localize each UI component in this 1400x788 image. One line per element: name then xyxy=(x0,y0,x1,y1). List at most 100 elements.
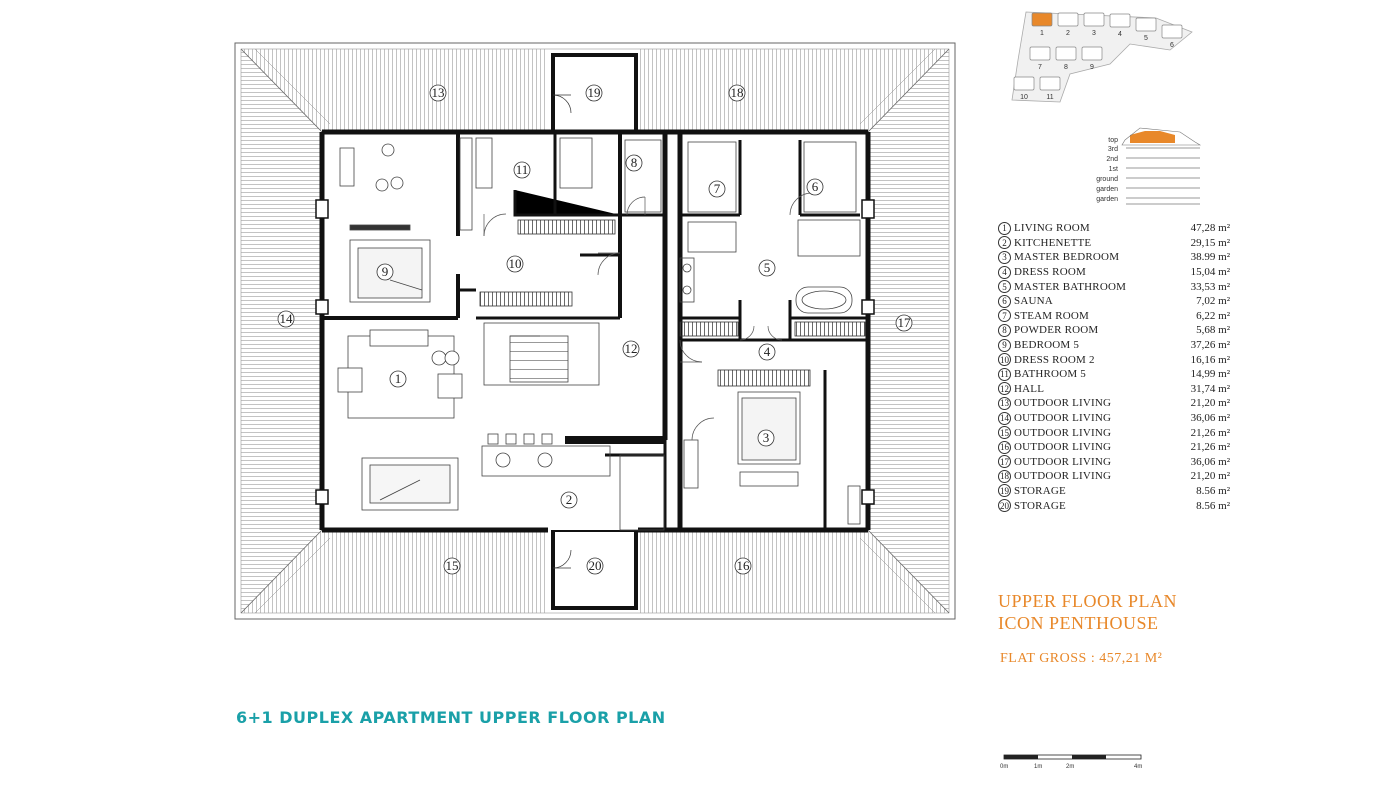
scale-label: 4m xyxy=(1134,764,1143,770)
svg-text:8: 8 xyxy=(631,155,638,170)
floor-label: 1st xyxy=(1108,166,1118,173)
area-row-value: 15,04 m² xyxy=(1190,266,1230,279)
site-unit-label: 10 xyxy=(1020,94,1028,101)
area-row-name: STORAGE xyxy=(1014,484,1066,497)
room-label-11: 11 xyxy=(513,161,531,179)
area-row-name: MASTER BATHROOM xyxy=(1014,280,1127,293)
area-row-number: 6 xyxy=(998,294,1011,308)
plan-subtitle: ICON PENTHOUSE xyxy=(998,613,1159,633)
area-row-name: OUTDOOR LIVING xyxy=(1014,426,1112,439)
area-row-name: POWDER ROOM xyxy=(1014,324,1099,337)
closets xyxy=(479,219,866,387)
site-unit-4: 4 xyxy=(1109,13,1131,38)
site-unit-7: 7 xyxy=(1029,46,1051,71)
site-unit-label: 9 xyxy=(1090,64,1094,71)
area-row-name: HALL xyxy=(1014,382,1045,395)
area-row-value: 29,15 m² xyxy=(1190,236,1230,249)
room-label-17: 17 xyxy=(895,314,913,332)
area-row-value: 21,26 m² xyxy=(1190,426,1230,439)
area-row-name: BEDROOM 5 xyxy=(1014,339,1080,352)
area-row-name: STEAM ROOM xyxy=(1014,309,1090,322)
site-unit-label: 4 xyxy=(1118,31,1122,38)
area-row-name: KITCHENETTE xyxy=(1014,236,1092,249)
site-key-plan: 1 2 3 4 56 7 8 9 10 11 xyxy=(1011,11,1193,103)
area-row-number: 10 xyxy=(998,353,1011,367)
area-row-value: 38.99 m² xyxy=(1190,251,1230,264)
area-row-value: 33,53 m² xyxy=(1190,280,1230,293)
floor-label: garden xyxy=(1096,186,1118,193)
area-row-number: 19 xyxy=(998,484,1011,498)
svg-text:4: 4 xyxy=(764,344,771,359)
svg-text:12: 12 xyxy=(625,341,638,356)
floor-label: 2nd xyxy=(1106,156,1118,163)
site-unit-11: 11 xyxy=(1039,76,1061,101)
svg-text:10: 10 xyxy=(509,256,522,271)
area-row-number: 1 xyxy=(998,221,1011,235)
room-label-13: 13 xyxy=(429,84,447,102)
area-row-value: 6,22 m² xyxy=(1196,309,1230,322)
room-label-3: 3 xyxy=(757,429,775,447)
area-row-number: 17 xyxy=(998,455,1011,469)
room-label-16: 16 xyxy=(734,557,752,575)
area-row-number: 12 xyxy=(998,382,1011,396)
svg-text:7: 7 xyxy=(714,181,721,196)
area-row-number: 7 xyxy=(998,309,1011,323)
area-row-value: 21,20 m² xyxy=(1190,397,1230,410)
area-row-number: 9 xyxy=(998,338,1011,352)
svg-text:18: 18 xyxy=(731,85,744,100)
area-row-name: OUTDOOR LIVING xyxy=(1014,397,1112,410)
svg-text:14: 14 xyxy=(280,311,294,326)
room-label-15: 15 xyxy=(443,557,461,575)
room-label-1: 1 xyxy=(389,370,407,388)
area-row-number: 14 xyxy=(998,411,1011,425)
area-row-name: OUTDOOR LIVING xyxy=(1014,470,1112,483)
area-row-value: 5,68 m² xyxy=(1196,324,1230,337)
area-row-name: OUTDOOR LIVING xyxy=(1014,441,1112,454)
area-row-number: 20 xyxy=(998,499,1011,513)
area-row-number: 11 xyxy=(998,367,1011,381)
area-row-value: 8.56 m² xyxy=(1196,484,1230,497)
area-row-value: 7,02 m² xyxy=(1196,295,1230,308)
svg-text:9: 9 xyxy=(382,264,389,279)
site-unit-6: 6 xyxy=(1161,24,1183,49)
room-label-4: 4 xyxy=(758,343,776,361)
area-row-name: BATHROOM 5 xyxy=(1014,368,1086,381)
svg-text:13: 13 xyxy=(432,85,445,100)
terrace-decking xyxy=(240,48,950,614)
room-label-9: 9 xyxy=(376,263,394,281)
scale-label: 2m xyxy=(1066,764,1075,770)
area-row-name: MASTER BEDROOM xyxy=(1014,251,1120,264)
area-row-number: 16 xyxy=(998,440,1011,454)
area-row-number: 8 xyxy=(998,323,1011,337)
site-unit-5: 5 xyxy=(1135,17,1157,42)
site-unit-label: 8 xyxy=(1064,64,1068,71)
room-label-5: 5 xyxy=(758,259,776,277)
svg-text:5: 5 xyxy=(764,260,771,275)
site-unit-1: 1 xyxy=(1031,12,1053,37)
area-row-number: 2 xyxy=(998,236,1011,250)
site-unit-label: 2 xyxy=(1066,30,1070,37)
site-unit-9: 9 xyxy=(1081,46,1103,71)
room-label-20: 20 xyxy=(586,557,604,575)
room-label-18: 18 xyxy=(728,84,746,102)
area-row-value: 36,06 m² xyxy=(1190,412,1230,425)
svg-text:20: 20 xyxy=(589,558,602,573)
site-unit-label: 3 xyxy=(1092,30,1096,37)
svg-text:15: 15 xyxy=(446,558,459,573)
svg-text:11: 11 xyxy=(516,162,529,177)
area-row-value: 47,28 m² xyxy=(1190,222,1230,235)
area-row-name: STORAGE xyxy=(1014,499,1066,512)
svg-text:1: 1 xyxy=(395,371,402,386)
site-unit-10: 10 xyxy=(1013,76,1035,101)
site-unit-3: 3 xyxy=(1083,12,1105,37)
